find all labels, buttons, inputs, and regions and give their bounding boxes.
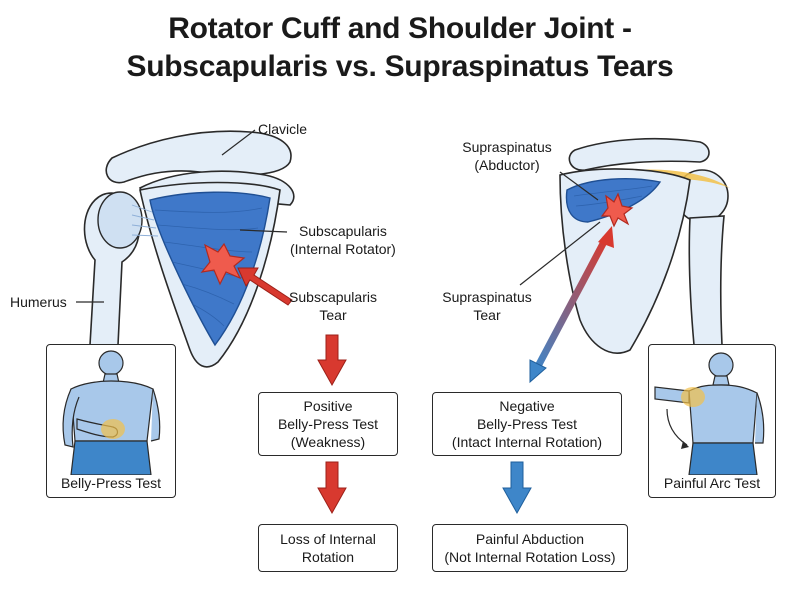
box-painful-abduction: Painful Abduction (Not Internal Rotation… — [432, 524, 628, 572]
label-humerus: Humerus — [10, 294, 67, 310]
supraspinatus-pointer-line — [559, 171, 599, 201]
label-supraspinatus-tear-line-2: Tear — [473, 307, 501, 323]
panel-belly-press-caption: Belly-Press Test — [60, 475, 162, 491]
subscapularis-pointer-line — [239, 229, 288, 233]
box-painful-line-2: (Not Internal Rotation Loss) — [444, 549, 616, 565]
label-subscapularis-tear: Subscapularis Tear — [278, 288, 388, 324]
box-negative-line-1: Negative — [499, 398, 555, 414]
box-positive-line-2: Belly-Press Test — [277, 416, 379, 432]
panel-belly-press-test: Belly-Press Test — [46, 344, 176, 498]
label-subscapularis-line-1: Subscapularis — [298, 223, 387, 239]
subscapularis-tear-arrow — [237, 267, 293, 306]
supraspinatus-double-arrow — [532, 236, 610, 372]
box-negative-line-2: Belly-Press Test — [476, 416, 578, 432]
supraspinatus-tear-mark — [600, 192, 634, 228]
box-positive-line-1: Positive — [303, 398, 353, 414]
right-humerus-bone — [688, 215, 725, 346]
box-painful-line-1: Painful Abduction — [475, 531, 585, 547]
box-loss-line-1: Loss of Internal — [280, 531, 376, 547]
subscapularis-tear-mark — [200, 242, 246, 286]
page-title-line-1: Rotator Cuff and Shoulder Joint - — [168, 12, 632, 45]
box-loss-internal-rotation: Loss of Internal Rotation — [258, 524, 398, 572]
red-down-arrow-2 — [317, 461, 347, 515]
panel-painful-arc-caption: Painful Arc Test — [663, 475, 761, 491]
painful-arc-figure — [654, 352, 765, 475]
red-down-arrow-1 — [317, 334, 347, 387]
box-negative-belly-press: Negative Belly-Press Test (Intact Intern… — [432, 392, 622, 456]
box-negative-line-3: (Intact Internal Rotation) — [451, 434, 603, 450]
label-supraspinatus-line-2: (Abductor) — [474, 157, 540, 173]
label-subscapularis: Subscapularis (Internal Rotator) — [290, 222, 396, 258]
box-loss-line-2: Rotation — [301, 549, 355, 565]
belly-press-figure — [62, 350, 161, 475]
label-supraspinatus: Supraspinatus (Abductor) — [456, 138, 558, 174]
right-clavicle-bone — [568, 137, 710, 171]
box-positive-belly-press: Positive Belly-Press Test (Weakness) — [258, 392, 398, 456]
label-supraspinatus-tear-line-1: Supraspinatus — [442, 289, 532, 305]
clavicle-pointer-line — [221, 129, 256, 156]
label-subscapularis-tear-line-1: Subscapularis — [289, 289, 377, 305]
left-clavicle-bone — [105, 130, 292, 184]
panel-painful-arc-test: Painful Arc Test — [648, 344, 776, 498]
page-title-line-2: Subscapularis vs. Supraspinatus Tears — [126, 50, 674, 83]
label-clavicle: Clavicle — [258, 121, 308, 137]
label-supraspinatus-tear: Supraspinatus Tear — [432, 288, 542, 324]
label-supraspinatus-line-1: Supraspinatus — [462, 139, 552, 155]
box-positive-line-3: (Weakness) — [290, 434, 366, 450]
left-humeral-head — [97, 191, 143, 249]
blue-down-arrow-1 — [502, 461, 532, 515]
label-subscapularis-line-2: (Internal Rotator) — [290, 241, 396, 257]
supraspinatus-tear-pointer-line — [519, 221, 601, 286]
supraspinatus-muscle — [565, 178, 662, 223]
label-subscapularis-tear-line-2: Tear — [319, 307, 347, 323]
